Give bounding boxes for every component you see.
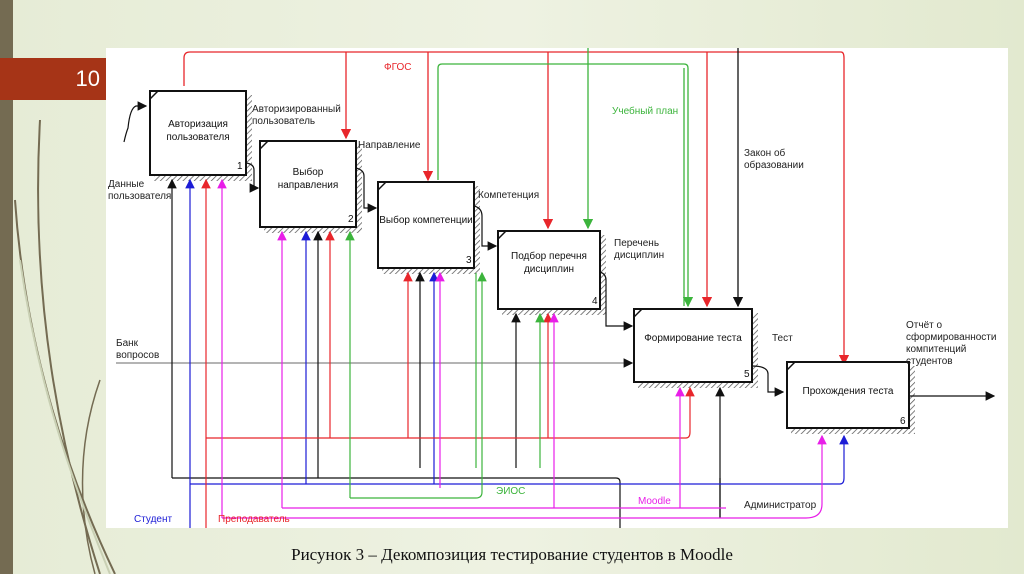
label-test: Тест bbox=[772, 333, 793, 344]
label-question-bank: Банк вопросов bbox=[116, 338, 160, 361]
figure-caption: Рисунок 3 – Декомпозиция тестирование ст… bbox=[291, 545, 733, 564]
slide-left-bar bbox=[0, 0, 13, 574]
box-5 bbox=[633, 308, 753, 383]
diagram-arrows bbox=[116, 48, 996, 528]
label-student: Студент bbox=[134, 514, 173, 525]
arrow-study-plan bbox=[437, 63, 694, 308]
box-4-number: 4 bbox=[592, 296, 598, 307]
box-6-title: Прохождения теста bbox=[802, 386, 894, 397]
label-study-plan: Учебный план bbox=[612, 106, 679, 117]
label-admin: Администратор bbox=[744, 500, 817, 511]
slide-number: 10 bbox=[0, 58, 106, 100]
box-4 bbox=[497, 230, 601, 310]
label-competence: Компетенция bbox=[478, 190, 540, 201]
label-user-data: Данные пользователя bbox=[108, 179, 172, 202]
box-4-title: Подбор перечня дисциплин bbox=[511, 251, 587, 275]
box-5-number: 5 bbox=[744, 369, 750, 380]
label-moodle: Moodle bbox=[638, 496, 671, 507]
box-6 bbox=[786, 361, 910, 429]
box-2-number: 2 bbox=[348, 214, 354, 225]
decorative-swoosh bbox=[14, 119, 116, 574]
label-fgos: ФГОС bbox=[384, 62, 412, 73]
label-authorized-user: Авторизированный пользователь bbox=[252, 104, 341, 127]
label-direction: Направление bbox=[358, 140, 421, 151]
box-5-title: Формирование теста bbox=[644, 333, 742, 344]
box-2-title: Выбор направления bbox=[277, 167, 339, 191]
box-1-number: 1 bbox=[237, 161, 243, 172]
label-law: Закон об образовании bbox=[744, 148, 804, 171]
box-6-number: 6 bbox=[900, 416, 906, 427]
label-eios: ЭИОС bbox=[496, 486, 526, 497]
label-teacher: Преподаватель bbox=[218, 514, 290, 525]
label-disciplines: Перечень дисциплин bbox=[614, 238, 665, 261]
box-2 bbox=[259, 140, 357, 228]
arrow-fgos bbox=[183, 51, 850, 366]
box-3-number: 3 bbox=[466, 255, 472, 266]
idef0-diagram: Авторизация пользователя 1 Выбор направл… bbox=[106, 48, 1008, 528]
box-3 bbox=[377, 181, 475, 269]
label-report: Отчёт о сформированности компитенций сту… bbox=[906, 320, 997, 367]
box-1-title: Авторизация пользователя bbox=[166, 119, 230, 143]
box-1 bbox=[149, 90, 247, 176]
box-3-title: Выбор компетенции bbox=[379, 215, 473, 226]
